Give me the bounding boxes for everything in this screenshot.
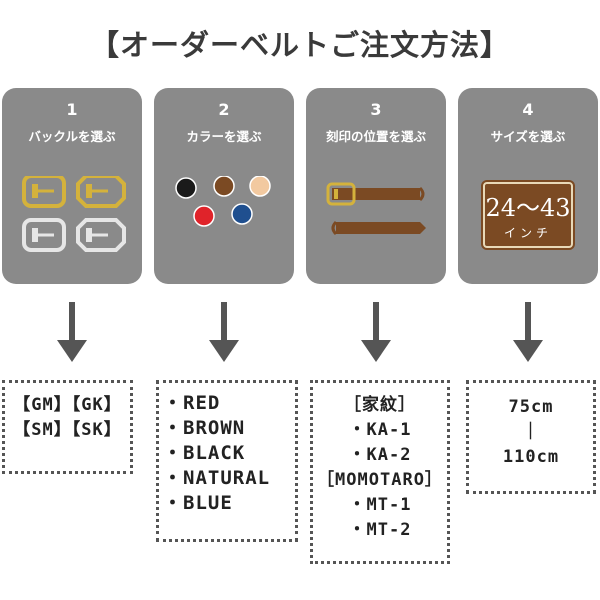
buckle-option: 【SM】【SK】 <box>13 420 122 440</box>
color-option: ・NATURAL <box>163 467 271 489</box>
size-illustration: 24～43 インチ <box>458 176 598 256</box>
swatch-natural <box>249 176 271 197</box>
position-group-heading: ［MOMOTARO］ <box>317 470 443 490</box>
step-number: 1 <box>66 100 78 119</box>
step-label: バックルを選ぶ <box>28 129 116 144</box>
buckle-silver-octagon-icon <box>76 218 126 252</box>
swatch-blue <box>231 203 253 225</box>
position-option: ・MT-2 <box>348 520 412 540</box>
size-unit: インチ <box>503 226 552 240</box>
down-arrow-icon <box>361 302 391 362</box>
color-swatches <box>175 176 271 227</box>
step-card-position: 3 刻印の位置を選ぶ <box>306 88 446 284</box>
color-option: ・BLUE <box>163 492 233 514</box>
buckle-silver-rounded-icon <box>22 218 66 252</box>
swatch-brown <box>213 176 235 197</box>
step-number: 2 <box>218 100 230 119</box>
position-option: ・KA-1 <box>348 420 412 440</box>
down-arrow-icon <box>57 302 87 362</box>
step-number: 3 <box>370 100 382 119</box>
position-option: ・MT-1 <box>348 495 412 515</box>
size-range: 24～43 <box>485 194 571 222</box>
color-option: ・RED <box>163 392 221 414</box>
belt-illustration <box>326 182 426 236</box>
size-options-box: 75cm ｜ 110cm <box>466 380 596 494</box>
color-option: ・BROWN <box>163 417 246 439</box>
color-options-box: ・RED ・BROWN ・BLACK ・NATURAL ・BLUE <box>156 380 298 542</box>
size-plate: 24～43 インチ <box>483 182 573 248</box>
size-range-divider: ｜ <box>522 422 540 442</box>
buckle-gold-octagon-icon <box>76 176 126 208</box>
belt-with-buckle-icon <box>326 182 425 206</box>
swatch-black <box>175 177 197 199</box>
step-card-size: 4 サイズを選ぶ 24～43 インチ <box>458 88 598 284</box>
step-number: 4 <box>522 100 534 119</box>
buckle-gold-rounded-icon <box>22 176 66 208</box>
buckle-options-box: 【GM】【GK】 【SM】【SK】 <box>2 380 133 474</box>
step-card-color: 2 カラーを選ぶ <box>154 88 294 284</box>
position-group-heading: ［家紋］ <box>344 395 416 415</box>
buckle-option: 【GM】【GK】 <box>13 395 122 415</box>
step-label: 刻印の位置を選ぶ <box>325 129 426 144</box>
step-card-buckle: 1 バックルを選ぶ <box>2 88 142 284</box>
down-arrow-icon <box>513 302 543 362</box>
color-option: ・BLACK <box>163 442 246 464</box>
step-label: カラーを選ぶ <box>186 129 262 144</box>
position-option: ・KA-2 <box>348 445 412 465</box>
page-title: 【オーダーベルトご注文方法】 <box>89 28 510 62</box>
size-option-max: 110cm <box>502 447 560 467</box>
position-options-box: ［家紋］ ・KA-1 ・KA-2 ［MOMOTARO］ ・MT-1 ・MT-2 <box>310 380 450 564</box>
down-arrow-icon <box>209 302 239 362</box>
size-option-min: 75cm <box>508 397 554 417</box>
step-label: サイズを選ぶ <box>490 129 566 144</box>
swatch-red <box>193 205 215 227</box>
buckle-illustration <box>22 176 126 252</box>
belt-tip-icon <box>331 220 426 236</box>
